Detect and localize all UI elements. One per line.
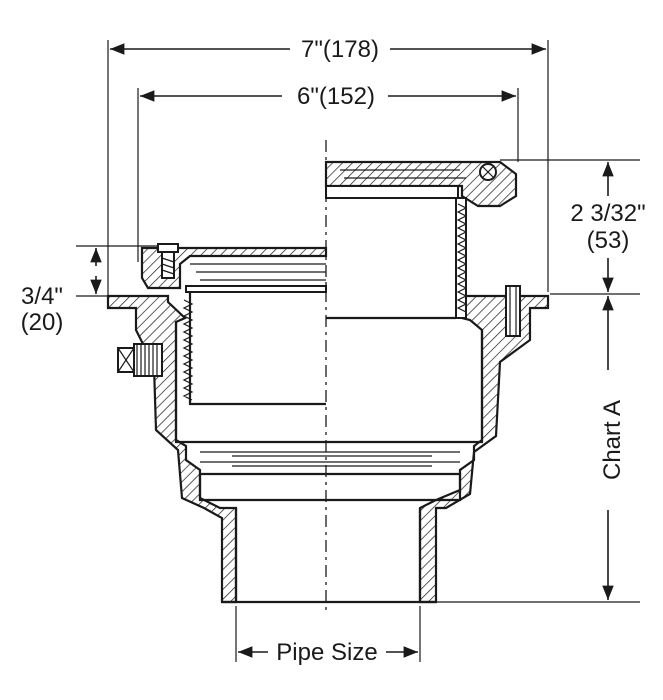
left-height-dimension: 3/4" (20)	[21, 245, 160, 336]
pipe-size-label: Pipe Size	[276, 639, 377, 666]
right-height-mm-label: (53)	[587, 227, 630, 254]
left-strainer	[140, 243, 328, 406]
left-grate-screw	[157, 243, 179, 279]
left-height-mm-label: (20)	[21, 309, 64, 336]
body-height-dimension: Chart A	[430, 296, 640, 603]
left-height-inch-label: 3/4"	[21, 283, 63, 310]
drain-body	[106, 285, 550, 604]
pipe-size-dimension: Pipe Size	[235, 606, 421, 666]
side-inlet-fitting	[117, 343, 163, 377]
overall-width-dimension: 7"(178)	[107, 36, 549, 298]
right-height-dimension: 2 3/32" (53)	[500, 159, 646, 295]
right-height-inch-label: 2 3/32"	[570, 200, 645, 227]
right-strainer	[324, 160, 518, 320]
anchor-bolt	[505, 285, 521, 337]
overall-width-label: 7"(178)	[301, 36, 379, 63]
chart-a-label: Chart A	[599, 400, 626, 480]
grate-width-dimension: 6"(152)	[137, 83, 519, 262]
right-grate-screw	[479, 163, 497, 181]
grate-width-label: 6"(152)	[297, 83, 375, 110]
